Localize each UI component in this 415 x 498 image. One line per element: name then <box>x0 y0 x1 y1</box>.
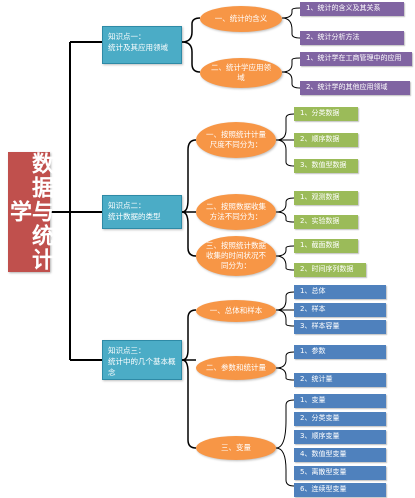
k2-leaf-3-1: 1、截面数据 <box>294 239 358 253</box>
k2-leaf-2-2: 2、实验数据 <box>294 215 358 229</box>
k3-leaf-3-2: 2、分类变量 <box>294 412 386 426</box>
k3-leaf-1-1: 1、总体 <box>294 285 386 299</box>
k1-leaf-1-2: 2、统计分析方法 <box>300 31 404 45</box>
knowledge-point-2: 知识点二： 统计数据的类型 <box>102 195 182 229</box>
k3-leaf-3-4: 4、数值型变量 <box>294 448 386 462</box>
k3-branch-1: 一、总体和样本 <box>196 300 276 322</box>
k3-branch-3: 三、变量 <box>196 436 276 460</box>
k3-leaf-1-3: 3、样本容量 <box>294 320 386 334</box>
k3-leaf-3-6: 6、连续型变量 <box>294 483 386 497</box>
k2-leaf-2-1: 1、观测数据 <box>294 191 358 205</box>
knowledge-point-3: 知识点三： 统计中的几个基本概念 <box>102 340 182 380</box>
k2-leaf-1-3: 3、数值型数据 <box>294 159 358 173</box>
k3-leaf-2-2: 2、统计量 <box>294 373 386 387</box>
k3-leaf-3-5: 5、离散型变量 <box>294 466 386 480</box>
k2-leaf-3-2: 2、时间序列数据 <box>294 263 366 277</box>
k1-leaf-2-1: 1、统计学在工商管理中的应用 <box>300 52 412 66</box>
k1-leaf-1-1: 1、统计的含义及其关系 <box>300 2 404 16</box>
k2-branch-3: 三、按照统计数据收集的时间状况不同分为： <box>196 236 276 276</box>
k2-branch-2: 二、按照数据收集方法不同分为： <box>196 194 276 230</box>
k3-leaf-3-3: 3、顺序变量 <box>294 430 386 444</box>
k3-branch-2: 二、参数和统计量 <box>196 356 276 380</box>
k1-leaf-2-2: 2、统计学的其他应用领域 <box>300 81 410 95</box>
k1-branch-2: 二、统计学应用领域 <box>200 58 282 88</box>
k3-leaf-1-2: 2、样本 <box>294 303 386 317</box>
k2-branch-1: 一、按照统计计量尺度不同分为： <box>196 122 276 158</box>
k1-branch-1: 一、统计的含义 <box>200 6 282 32</box>
knowledge-point-1: 知识点一： 统计及其应用领域 <box>102 26 182 64</box>
k3-leaf-2-1: 1、参数 <box>294 345 386 359</box>
diagram-title: 数据与统计学 <box>6 152 53 272</box>
k3-leaf-3-1: 1、变量 <box>294 394 386 408</box>
k2-leaf-1-1: 1、分类数据 <box>294 107 358 121</box>
k2-leaf-1-2: 2、顺序数据 <box>294 133 358 147</box>
